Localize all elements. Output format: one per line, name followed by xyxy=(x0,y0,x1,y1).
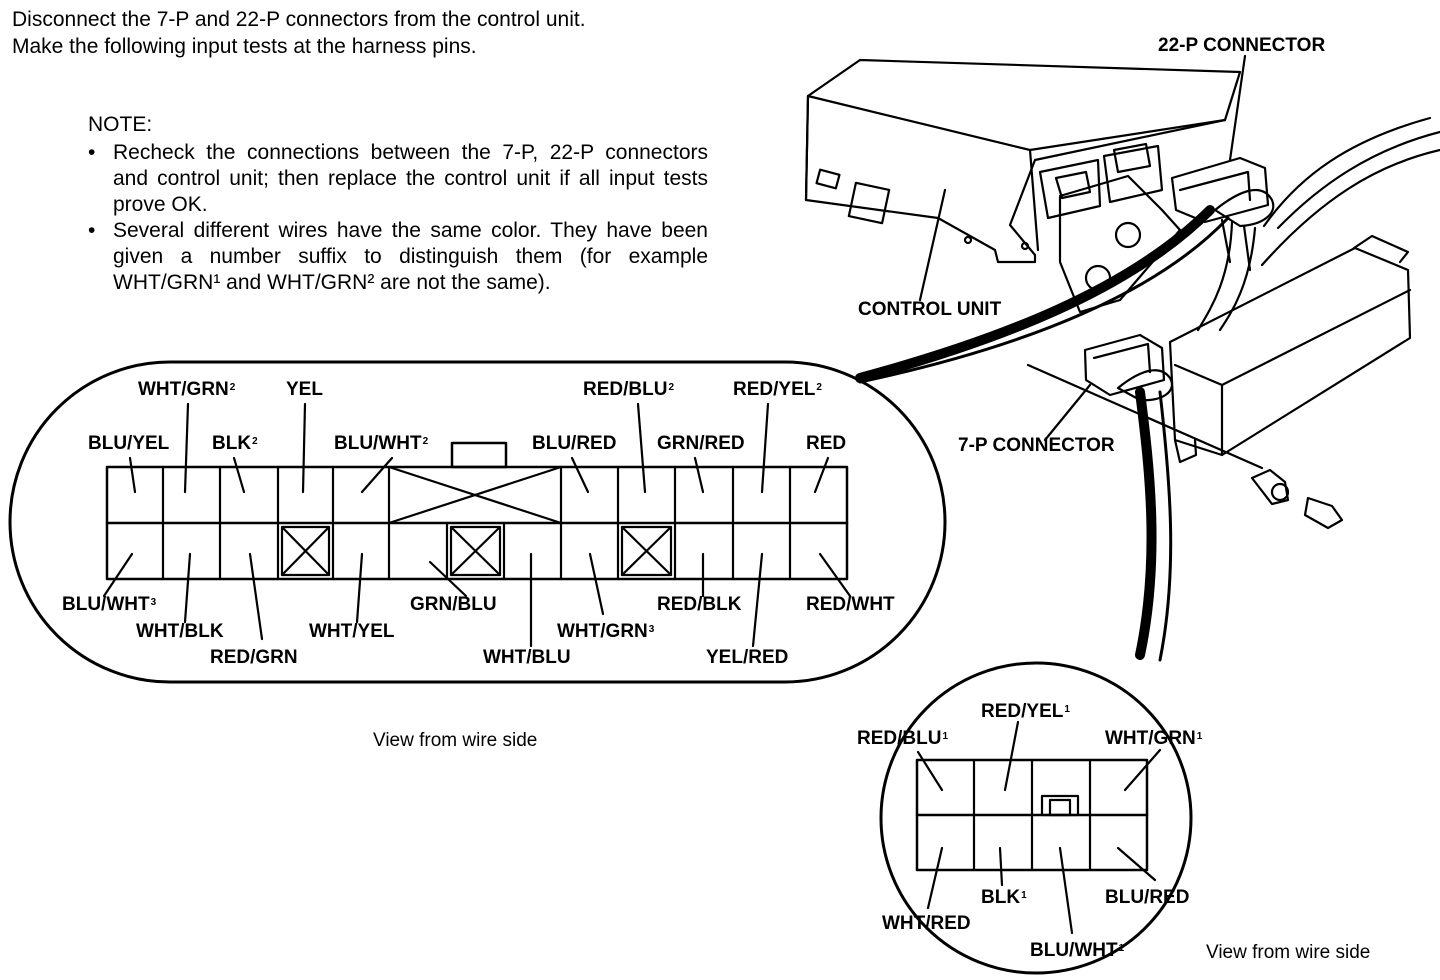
pin-label-wht-blk: WHT/BLK xyxy=(136,621,224,642)
caption-7p-view: View from wire side xyxy=(1206,942,1371,963)
connector-22p-outline xyxy=(8,360,947,684)
pin-label-blu-red: BLU/RED xyxy=(532,433,617,454)
pin-label-blu-yel: BLU/YEL xyxy=(88,433,170,454)
pin-label-red-wht: RED/WHT xyxy=(806,594,895,615)
pin-label-wht-grn1: WHT/GRN1 xyxy=(1105,728,1203,749)
pin-label-wht-grn2: WHT/GRN2 xyxy=(138,379,236,400)
pin-label-red-yel1: RED/YEL1 xyxy=(981,701,1070,722)
pin-label-red-yel2: RED/YEL2 xyxy=(733,379,822,400)
connector-7p-outline xyxy=(879,661,1193,975)
caption-22p-view: View from wire side xyxy=(373,730,538,751)
pin-label-wht-grn3: WHT/GRN3 xyxy=(557,621,655,642)
pin-label-red-blk: RED/BLK xyxy=(657,594,742,615)
note-heading: NOTE: xyxy=(88,113,153,136)
connector-22p-lock-tab xyxy=(450,441,508,469)
note-list: Recheck the connections between the 7-P,… xyxy=(88,140,708,296)
connector-7p-lock-tab xyxy=(1040,794,1080,817)
intro-line-2: Make the following input tests at the ha… xyxy=(12,35,477,58)
pin-label-red-blu2: RED/BLU2 xyxy=(583,379,675,400)
pin-label-yel-red: YEL/RED xyxy=(706,647,789,668)
note-block: NOTE: Recheck the connections between th… xyxy=(88,112,708,296)
pin-label-blu-wht1: BLU/WHT1 xyxy=(1030,940,1125,961)
label-control-unit: CONTROL UNIT xyxy=(858,299,1002,320)
intro-text: Disconnect the 7-P and 22-P connectors f… xyxy=(12,6,712,60)
pin-label-blk1: BLK1 xyxy=(981,887,1027,908)
intro-line-1: Disconnect the 7-P and 22-P connectors f… xyxy=(12,8,586,31)
control-unit-body xyxy=(804,58,1242,264)
pin-label-red: RED xyxy=(806,433,847,454)
pin-label-yel: YEL xyxy=(286,379,323,400)
pin-label-blk2: BLK2 xyxy=(212,433,258,454)
pin-label-blu-wht3: BLU/WHT3 xyxy=(62,594,157,615)
note-bullet-2: Several different wires have the same co… xyxy=(88,218,708,296)
pin-label-blu-wht2: BLU/WHT2 xyxy=(334,433,429,454)
pin-label-grn-red: GRN/RED xyxy=(657,433,745,454)
pin-label-blu-red-7p: BLU/RED xyxy=(1105,887,1190,908)
pin-label-grn-blu: GRN/BLU xyxy=(410,594,497,615)
pin-label-wht-blu: WHT/BLU xyxy=(483,647,571,668)
pin-label-wht-yel: WHT/YEL xyxy=(309,621,395,642)
pin-label-wht-red: WHT/RED xyxy=(882,913,971,934)
pin-label-red-grn: RED/GRN xyxy=(210,647,298,668)
label-7p-connector: 7-P CONNECTOR xyxy=(958,435,1115,456)
note-bullet-1: Recheck the connections between the 7-P,… xyxy=(88,140,708,218)
pin-label-red-blu1: RED/BLU1 xyxy=(857,728,949,749)
label-22p-connector: 22-P CONNECTOR xyxy=(1158,35,1326,56)
